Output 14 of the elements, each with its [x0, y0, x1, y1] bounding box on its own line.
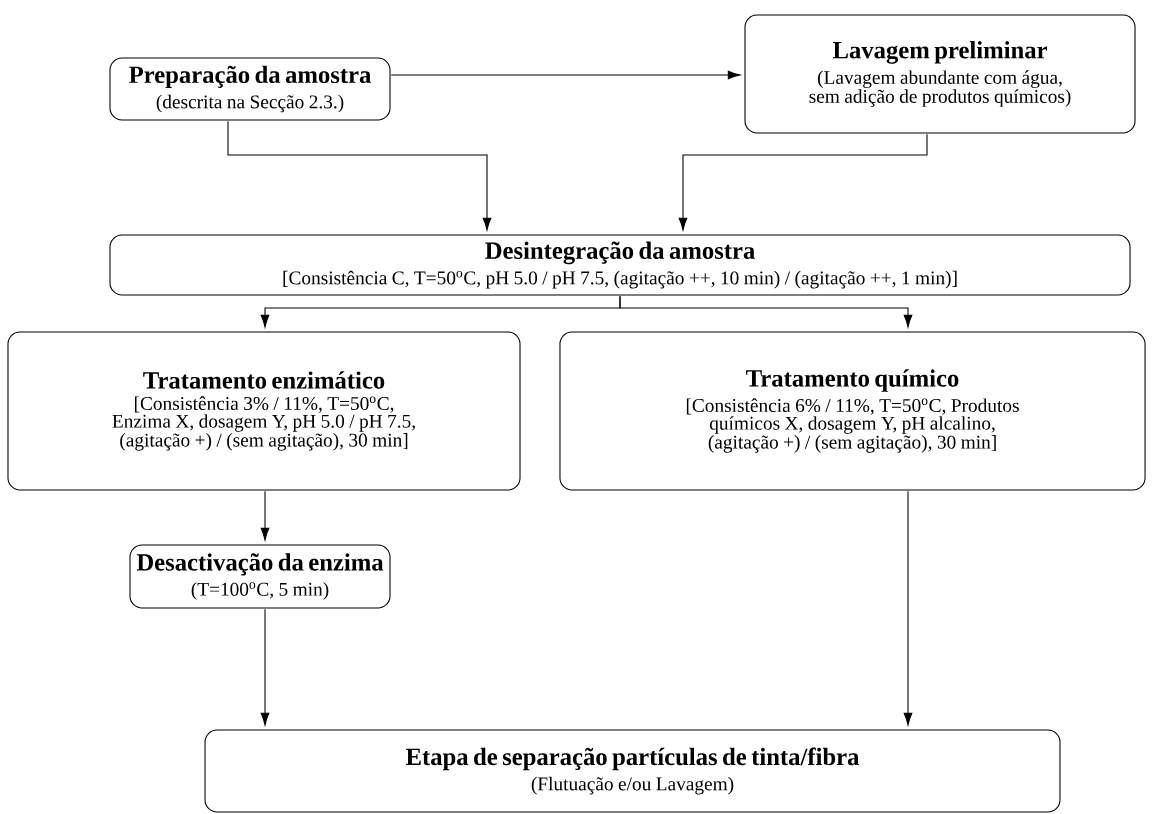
arrow: [390, 70, 741, 80]
process-box: Tratamento químico [Consistência 6% / 11%, T=50$^{o}$C, Produtos químicos X, dosagem Y, pH alcalino, (agitação +) / (sem agitação), 30 min]: [559, 331, 1146, 491]
process-box: Desactivação da enzima (T=100$^{o}$C, 5 min): [129, 544, 391, 609]
arrow: [260, 490, 270, 541]
process-box: Etapa de separação partículas de tinta/fibra (Flutuação e/ou Lavagem): [204, 729, 1061, 813]
process-box: Lavagem preliminar (Lavagem abundante com água, sem adição de produtos químicos): [744, 14, 1136, 134]
process-box: Desintegração da amostra [Consistência C, T=50$^{o}$C, pH 5.0 / pH 7.5, (agitação ++, 10 min) / (agitação ++, 1 min)]: [109, 234, 1131, 296]
arrow: [260, 608, 270, 726]
process-box: Preparação da amostra (descrita na Secção 2.3.): [109, 57, 391, 121]
arrow: [678, 133, 928, 231]
arrow: [619, 295, 913, 328]
process-box: Tratamento enzimático [Consistência 3% / 11%, T=50$^{o}$C, Enzima X, dosagem Y, pH 5.0 / pH 7.5, (agitação +) / (sem agitação), 30 min]: [7, 331, 521, 491]
arrow: [903, 490, 913, 726]
arrow: [227, 120, 492, 231]
